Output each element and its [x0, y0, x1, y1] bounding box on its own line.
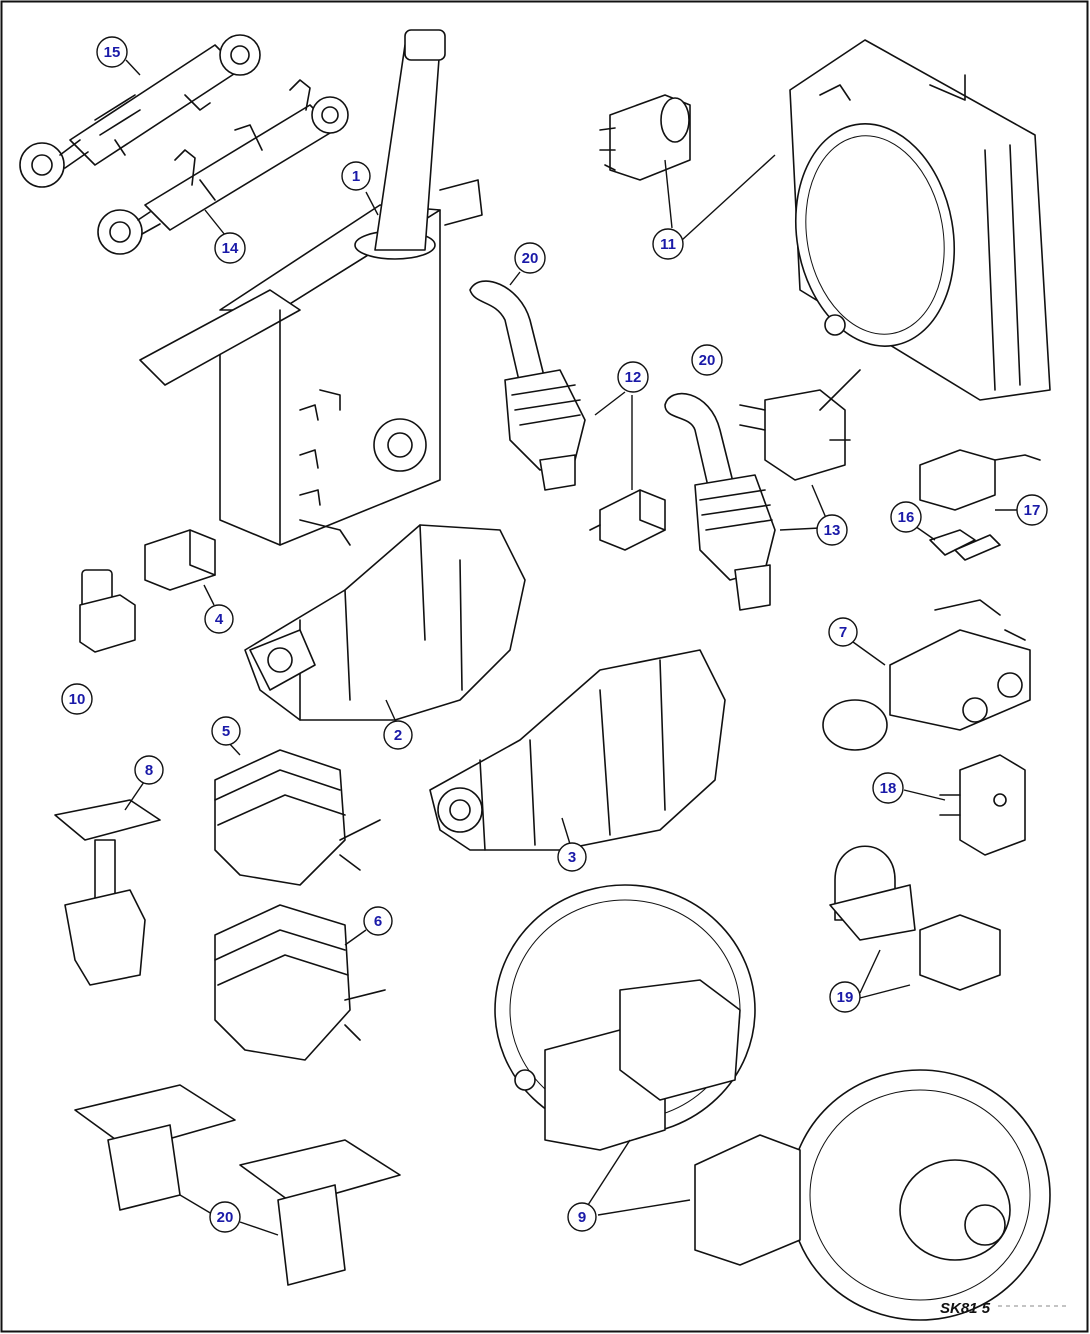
part-valve-13 [739, 369, 861, 481]
part-block-4 [144, 529, 216, 591]
svg-text:10: 10 [69, 691, 86, 708]
callout-1: 1 [341, 161, 371, 191]
part-joystick-20b [664, 392, 776, 611]
svg-text:4: 4 [215, 611, 224, 628]
svg-text:20: 20 [699, 352, 716, 369]
svg-text:9: 9 [578, 1209, 586, 1226]
part-cylinder-15 [19, 34, 261, 188]
callout-11: 11 [652, 228, 684, 260]
part-valve-stack-6 [214, 904, 386, 1061]
part-valve-7 [822, 599, 1031, 751]
callout-19: 19 [829, 981, 861, 1013]
part-valve-stack-5 [214, 749, 381, 886]
part-joystick-20a [469, 280, 586, 491]
drawing-code: SK81 5 [940, 1300, 991, 1317]
part-block-12 [589, 489, 666, 551]
callout-15: 15 [96, 36, 128, 68]
svg-text:20: 20 [217, 1209, 234, 1226]
callout-6: 6 [363, 906, 393, 936]
callout-20-foot-pedals: 20 [209, 1201, 241, 1233]
callout-5: 5 [211, 716, 241, 746]
svg-text:13: 13 [824, 522, 841, 539]
callout-17: 17 [1016, 494, 1048, 526]
svg-text:15: 15 [104, 44, 121, 61]
callout-20-joystick-right: 20 [691, 344, 723, 376]
part-valve-16-17 [919, 449, 1041, 561]
svg-text:12: 12 [625, 369, 642, 386]
svg-text:11: 11 [660, 236, 676, 253]
svg-text:2: 2 [394, 727, 402, 744]
svg-text:20: 20 [522, 250, 539, 267]
part-travel-motor-9a [494, 884, 756, 1151]
part-valve-11 [599, 94, 691, 181]
part-valve-18 [939, 754, 1026, 856]
callout-7: 7 [828, 617, 858, 647]
part-valve-10 [79, 569, 136, 653]
leader-lines [124, 59, 1018, 1236]
part-foot-pedal-20c [74, 1084, 401, 1286]
part-hydraulic-tank-1 [139, 29, 483, 546]
svg-text:3: 3 [568, 849, 576, 866]
callout-10: 10 [61, 683, 93, 715]
callout-12: 12 [617, 361, 649, 393]
part-valve-19 [829, 845, 1001, 991]
callout-9: 9 [567, 1202, 597, 1232]
svg-text:5: 5 [222, 723, 230, 740]
svg-text:7: 7 [839, 624, 847, 641]
callout-13: 13 [816, 514, 848, 546]
callout-18: 18 [872, 772, 904, 804]
part-cylinder-14 [97, 79, 349, 255]
svg-text:16: 16 [898, 509, 915, 526]
part-pedal-8 [54, 799, 161, 986]
svg-text:6: 6 [374, 913, 382, 930]
svg-text:1: 1 [352, 168, 360, 185]
part-travel-motor-9b [694, 1069, 1051, 1321]
svg-text:19: 19 [837, 989, 854, 1006]
callout-14: 14 [214, 232, 246, 264]
callout-8: 8 [134, 755, 164, 785]
callout-16: 16 [890, 501, 922, 533]
svg-text:17: 17 [1024, 502, 1041, 519]
part-control-valve-3 [429, 649, 726, 851]
svg-text:8: 8 [145, 762, 153, 779]
part-radiator [789, 39, 1051, 401]
svg-text:14: 14 [222, 240, 239, 257]
callout-20-joystick-left: 20 [514, 242, 546, 274]
callout-3: 3 [557, 842, 587, 872]
svg-text:18: 18 [880, 780, 897, 797]
part-control-valve-2 [244, 524, 526, 721]
callout-4: 4 [204, 604, 234, 634]
callout-2: 2 [383, 720, 413, 750]
